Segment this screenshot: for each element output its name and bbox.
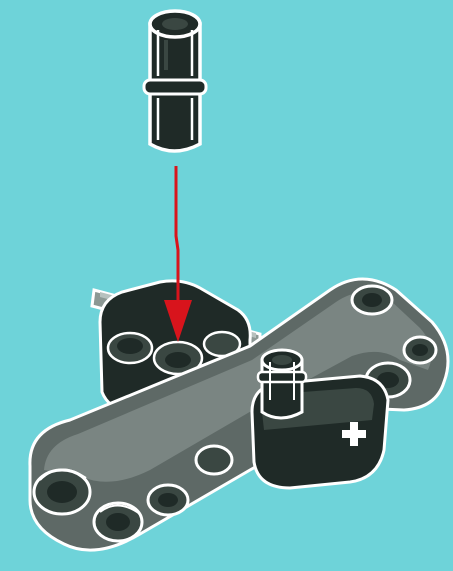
technic-pin-installed [258, 350, 306, 418]
technic-pin-new [144, 11, 206, 151]
